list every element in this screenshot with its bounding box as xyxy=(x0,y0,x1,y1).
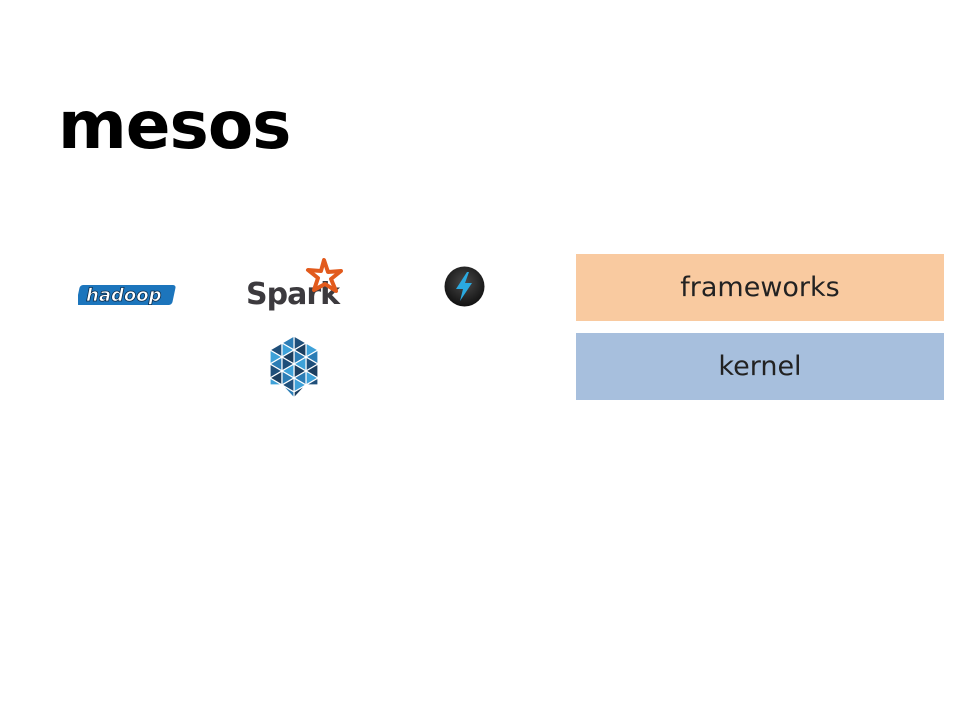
frameworks-label: frameworks xyxy=(680,272,840,303)
frameworks-layer: frameworks xyxy=(576,254,944,321)
lightning-bolt-icon xyxy=(443,265,486,308)
hexagon-triangles-icon xyxy=(264,334,324,400)
spark-logo-icon: Spark xyxy=(244,258,348,312)
slide-title: mesos xyxy=(58,87,291,164)
kernel-layer: kernel xyxy=(576,333,944,400)
kernel-label: kernel xyxy=(718,351,802,382)
hadoop-logo-text: hadoop xyxy=(86,285,162,306)
spark-logo-text: Spark xyxy=(246,277,341,312)
hadoop-logo-icon: hadoop xyxy=(78,276,182,310)
